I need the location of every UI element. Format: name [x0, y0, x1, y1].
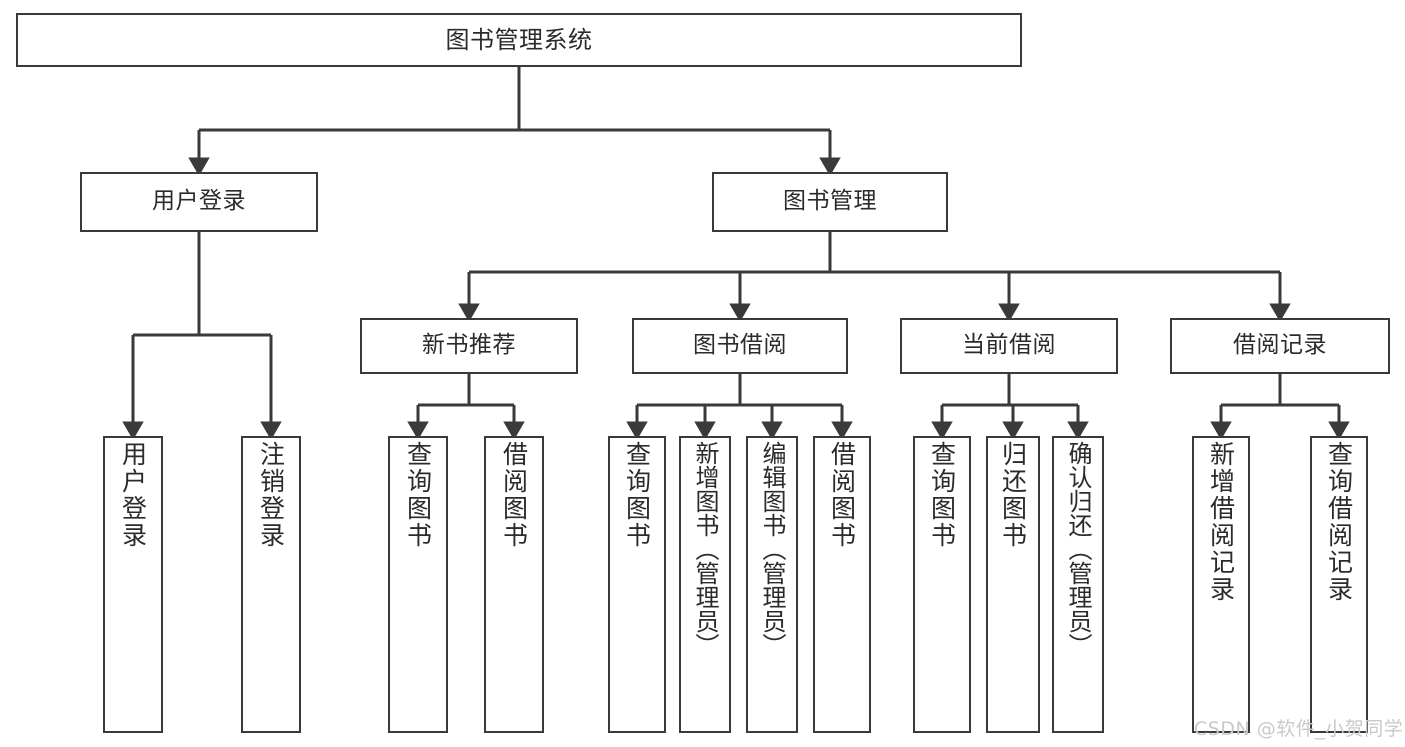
node-label: 借阅图书: [499, 441, 529, 549]
node-label: 图书管理系统: [445, 25, 593, 54]
leaf-node-leaf-borrow-book: 借阅图书: [813, 436, 871, 733]
node-label: 用户登录: [152, 188, 246, 215]
node-label: 归还图书: [998, 441, 1028, 549]
leaf-node-leaf-query-book-cur: 查询图书: [913, 436, 971, 733]
node-new-book-recommend: 新书推荐: [360, 318, 578, 374]
node-label: 新增借阅记录: [1206, 441, 1236, 603]
node-label: 查询图书: [927, 441, 957, 549]
node-book-borrow: 图书借阅: [632, 318, 848, 374]
node-label: 借阅图书: [827, 441, 857, 549]
leaf-node-leaf-query-book-rec: 查询图书: [388, 436, 448, 733]
node-label: 查询借阅记录: [1324, 441, 1354, 603]
node-label: 图书借阅: [693, 332, 787, 359]
node-label: 确认归还（管理员）: [1064, 441, 1092, 657]
node-label: 注销登录: [256, 441, 286, 549]
leaf-node-leaf-confirm-return-admin: 确认归还（管理员）: [1052, 436, 1104, 733]
leaf-node-leaf-borrow-book-rec: 借阅图书: [484, 436, 544, 733]
node-label: 编辑图书（管理员）: [758, 441, 786, 657]
node-book-manage: 图书管理: [712, 172, 948, 232]
node-label: 借阅记录: [1233, 332, 1327, 359]
node-label: 查询图书: [403, 441, 433, 549]
leaf-node-leaf-logout: 注销登录: [241, 436, 301, 733]
node-user-login: 用户登录: [80, 172, 318, 232]
leaf-node-leaf-return-book: 归还图书: [986, 436, 1040, 733]
node-label: 当前借阅: [962, 332, 1056, 359]
node-borrow-record: 借阅记录: [1170, 318, 1390, 374]
leaf-node-leaf-add-borrow-record: 新增借阅记录: [1192, 436, 1250, 733]
leaf-node-leaf-query-borrow-record: 查询借阅记录: [1310, 436, 1368, 733]
leaf-node-leaf-add-book-admin: 新增图书（管理员）: [679, 436, 731, 733]
node-label: 图书管理: [783, 188, 877, 215]
node-label: 新书推荐: [422, 332, 516, 359]
node-label: 新增图书（管理员）: [691, 441, 719, 657]
leaf-node-leaf-query-book-borrow: 查询图书: [608, 436, 666, 733]
leaf-node-leaf-edit-book-admin: 编辑图书（管理员）: [746, 436, 798, 733]
leaf-node-leaf-user-login: 用户登录: [103, 436, 163, 733]
node-label: 查询图书: [622, 441, 652, 549]
connector-lines: [122, 67, 1350, 440]
node-label: 用户登录: [118, 441, 148, 549]
node-current-borrow: 当前借阅: [900, 318, 1118, 374]
node-root: 图书管理系统: [16, 13, 1022, 67]
